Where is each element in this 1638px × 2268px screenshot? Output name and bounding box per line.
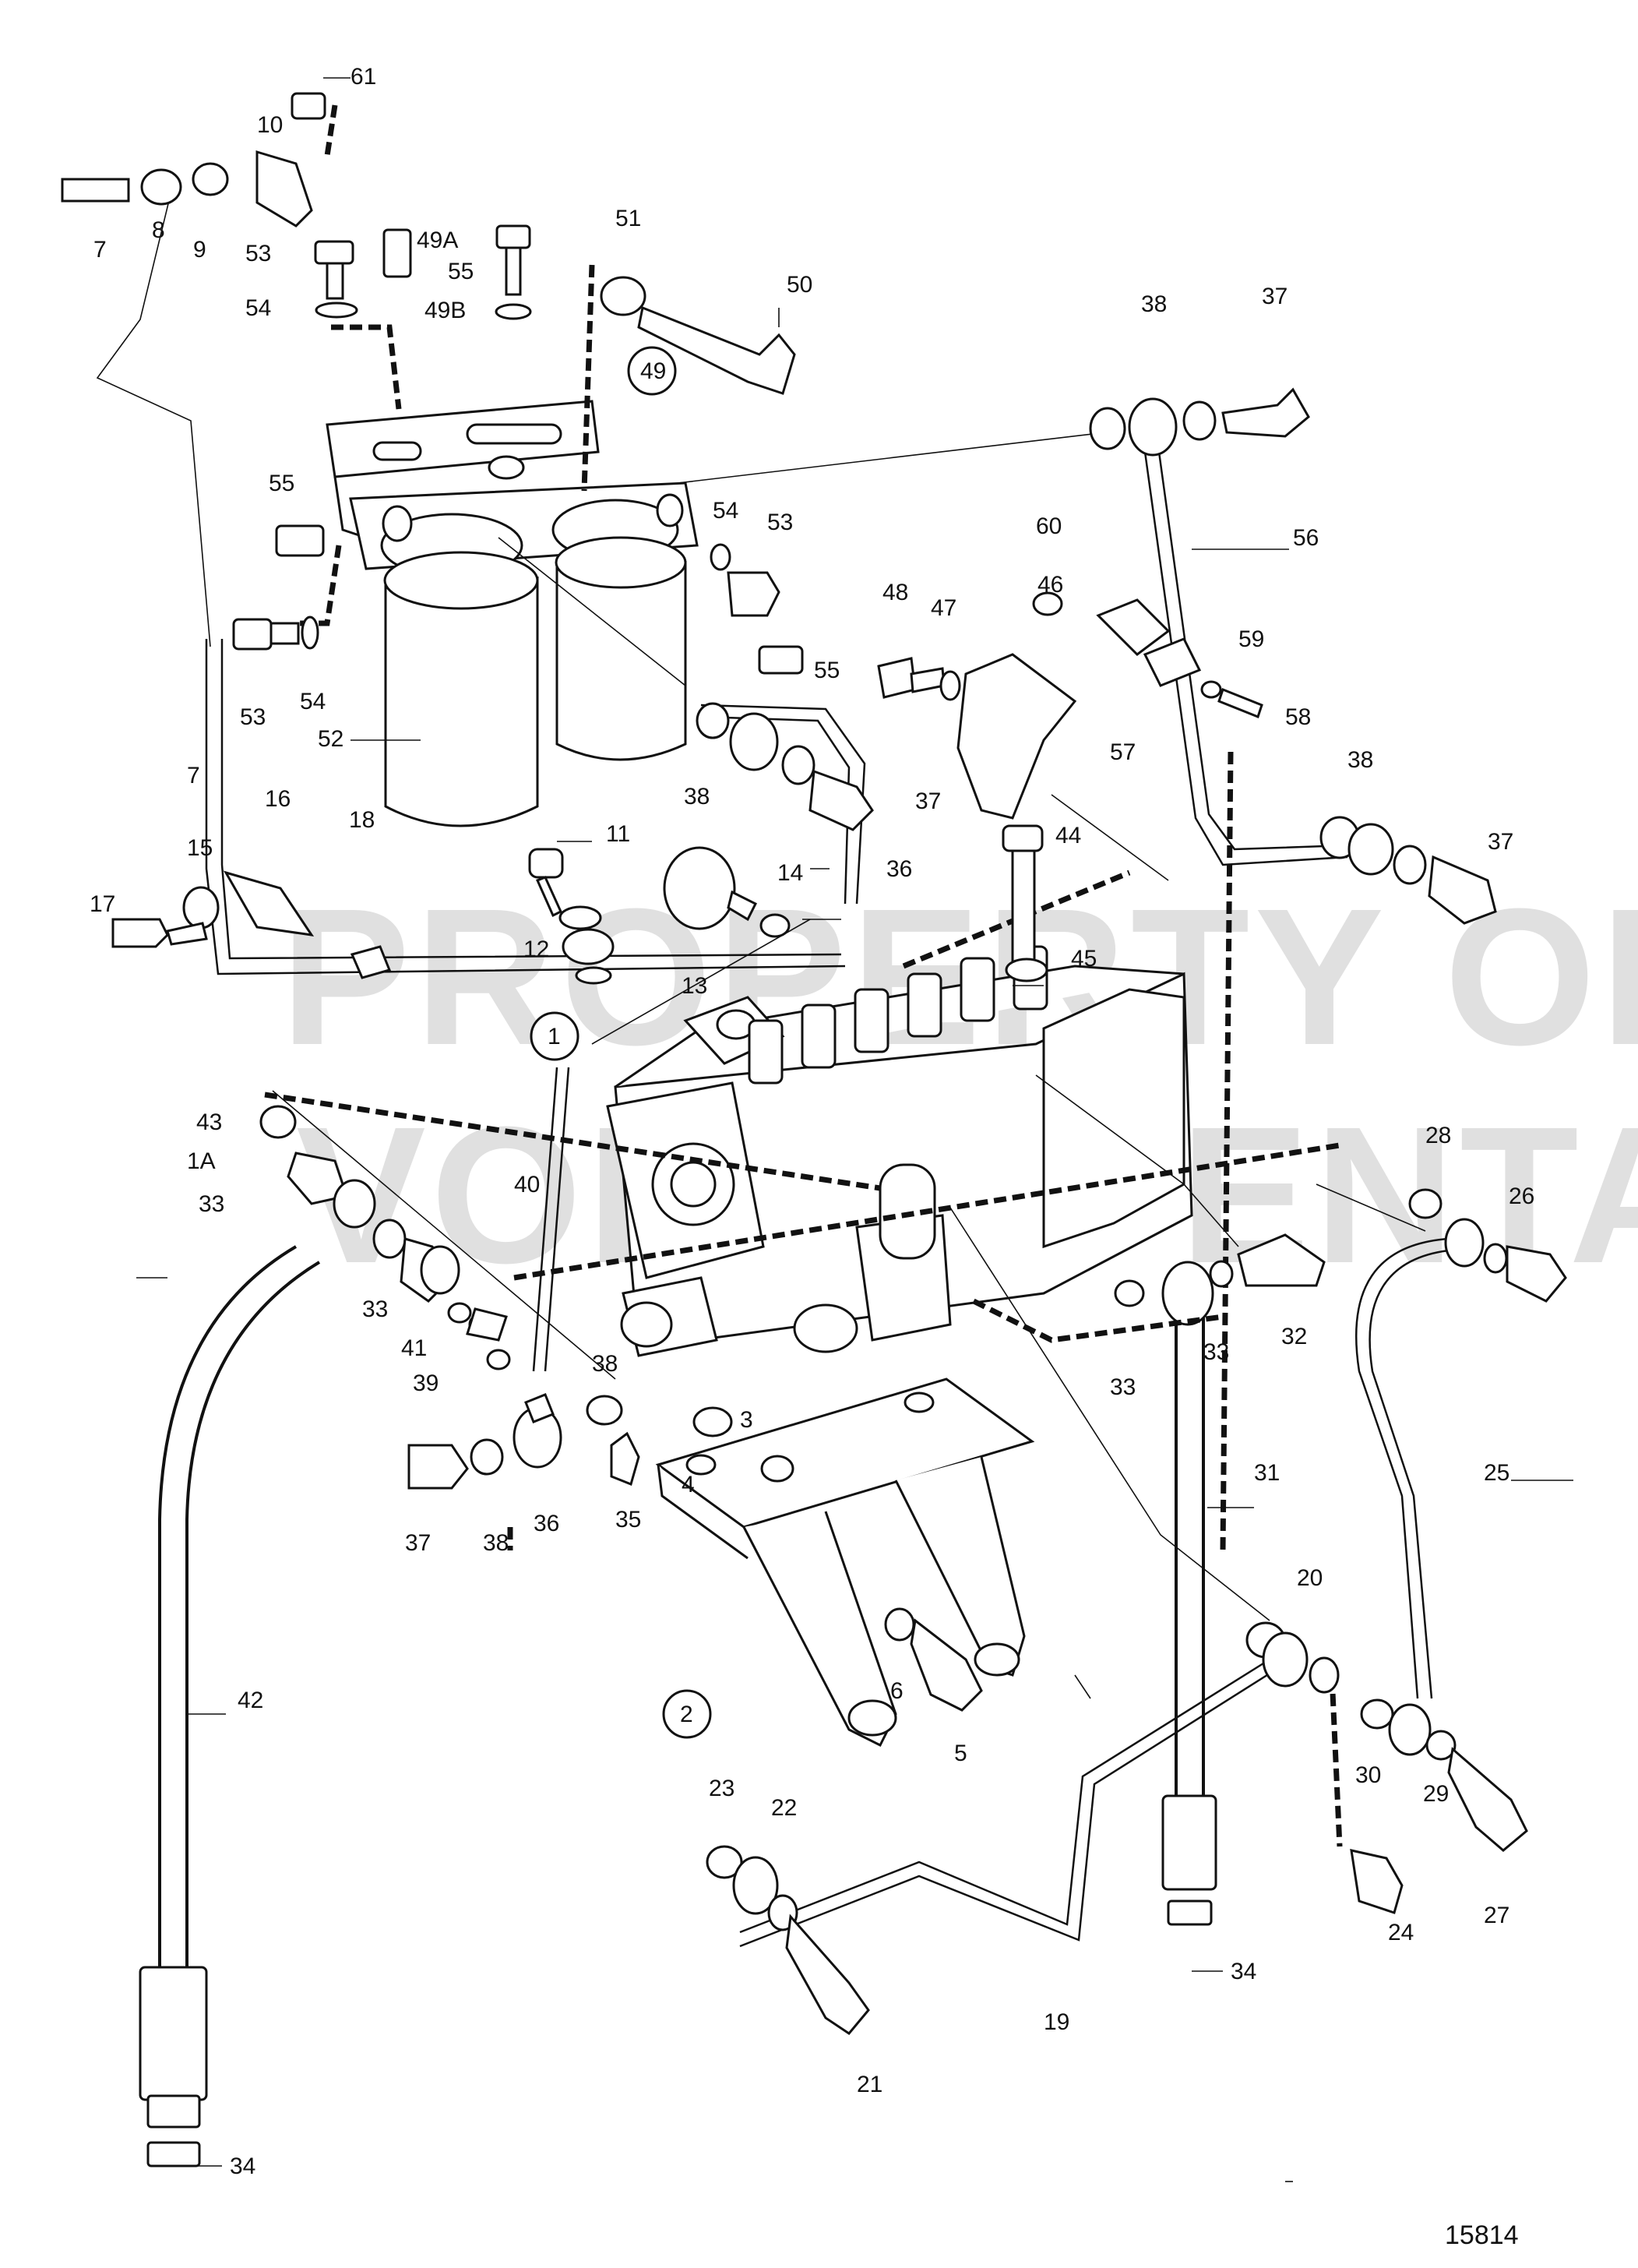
callout-54: 54 [300, 689, 326, 714]
callout-32: 32 [1281, 1324, 1307, 1349]
callout-13: 13 [682, 973, 707, 999]
fasteners [61, 92, 1567, 2035]
callout-31: 31 [1254, 1460, 1280, 1486]
callout-9: 9 [193, 237, 206, 263]
callout-59: 59 [1238, 626, 1264, 652]
injection-pump [606, 945, 1193, 1357]
callout-27: 27 [1484, 1903, 1509, 1928]
callout-30: 30 [1355, 1762, 1381, 1788]
callout-35: 35 [615, 1507, 641, 1533]
callout-8: 8 [152, 217, 165, 243]
callout-50: 50 [787, 272, 812, 298]
watermark-line-1: PROPERTY OF [280, 868, 1638, 1085]
callout-61: 61 [350, 64, 376, 90]
callout-34: 34 [1231, 1959, 1256, 1984]
callout-49: 49 [640, 358, 666, 384]
callout-7: 7 [187, 763, 200, 788]
pump-bracket [655, 1377, 1035, 1748]
callout-48: 48 [882, 580, 908, 605]
callout-11: 11 [606, 821, 630, 847]
fuel-filter-assembly [326, 400, 699, 827]
callout-55: 55 [448, 259, 474, 284]
callout-28: 28 [1425, 1123, 1451, 1148]
callout-40: 40 [514, 1172, 540, 1197]
callout-44: 44 [1055, 823, 1081, 848]
callout-55: 55 [814, 658, 840, 683]
callout-21: 21 [857, 2072, 882, 2097]
callout-36: 36 [886, 856, 912, 882]
callout-18: 18 [349, 807, 375, 833]
callout-33: 33 [1110, 1374, 1136, 1400]
callout-33: 33 [1203, 1339, 1229, 1365]
callout-labels: 61 10 7 8 9 53 49A 55 54 49B 51 50 38 37… [90, 64, 1534, 2179]
callout-45: 45 [1071, 946, 1097, 972]
callout-58: 58 [1285, 704, 1311, 730]
callout-34: 34 [230, 2153, 255, 2179]
callout-39: 39 [413, 1370, 439, 1396]
callout-42: 42 [238, 1688, 263, 1713]
callout-leaders [136, 77, 1573, 2182]
callout-37: 37 [915, 788, 941, 814]
callout-25: 25 [1484, 1460, 1509, 1486]
callout-22: 22 [771, 1795, 797, 1821]
callout-5: 5 [954, 1741, 967, 1766]
callout-10: 10 [257, 112, 283, 138]
callout-4: 4 [682, 1472, 695, 1497]
callout-49A: 49A [417, 228, 458, 253]
callout-52: 52 [318, 726, 343, 752]
callout-53: 53 [240, 704, 266, 730]
callout-56: 56 [1293, 525, 1319, 551]
callout-55: 55 [269, 471, 294, 496]
callout-6: 6 [890, 1678, 904, 1704]
callout-7: 7 [93, 237, 107, 263]
callout-23: 23 [709, 1776, 734, 1801]
callout-33: 33 [362, 1296, 388, 1322]
callout-26: 26 [1509, 1183, 1534, 1209]
callout-53: 53 [245, 241, 271, 266]
callout-37: 37 [1488, 829, 1513, 855]
circled-markers [530, 346, 712, 1739]
callout-29: 29 [1423, 1781, 1449, 1807]
callout-57: 57 [1110, 739, 1136, 765]
callout-54: 54 [245, 295, 271, 321]
callout-38: 38 [684, 784, 710, 809]
callout-37: 37 [1262, 284, 1288, 309]
callout-3: 3 [740, 1407, 753, 1433]
figure-number: 15814 [1445, 2220, 1519, 2250]
assembly-dashed-lines [264, 104, 1343, 1847]
callout-19: 19 [1044, 2009, 1069, 2035]
leader-lines [96, 190, 1426, 1621]
callout-43: 43 [196, 1109, 222, 1135]
callout-36: 36 [534, 1511, 559, 1536]
callout-20: 20 [1297, 1565, 1323, 1591]
callout-49B: 49B [424, 298, 466, 323]
callout-15: 15 [187, 835, 213, 861]
callout-37: 37 [405, 1530, 431, 1556]
callout-24: 24 [1388, 1920, 1414, 1945]
callout-1A: 1A [187, 1148, 216, 1174]
callout-47: 47 [931, 595, 956, 621]
callout-33: 33 [199, 1191, 224, 1217]
callout-53: 53 [767, 510, 793, 535]
callout-38: 38 [483, 1530, 509, 1556]
callout-38: 38 [1347, 747, 1373, 773]
callout-54: 54 [713, 498, 738, 524]
callout-51: 51 [615, 206, 641, 231]
callout-16: 16 [265, 786, 291, 812]
callout-60: 60 [1036, 513, 1062, 539]
callout-46: 46 [1037, 572, 1063, 598]
callout-41: 41 [401, 1335, 427, 1361]
callout-12: 12 [523, 936, 549, 962]
callout-38: 38 [1141, 291, 1167, 317]
callout-38: 38 [592, 1351, 618, 1377]
callout-2: 2 [680, 1702, 693, 1727]
callout-1: 1 [548, 1024, 561, 1049]
callout-17: 17 [90, 891, 115, 917]
callout-14: 14 [777, 860, 803, 886]
pipes-and-hoses [139, 451, 1450, 2167]
